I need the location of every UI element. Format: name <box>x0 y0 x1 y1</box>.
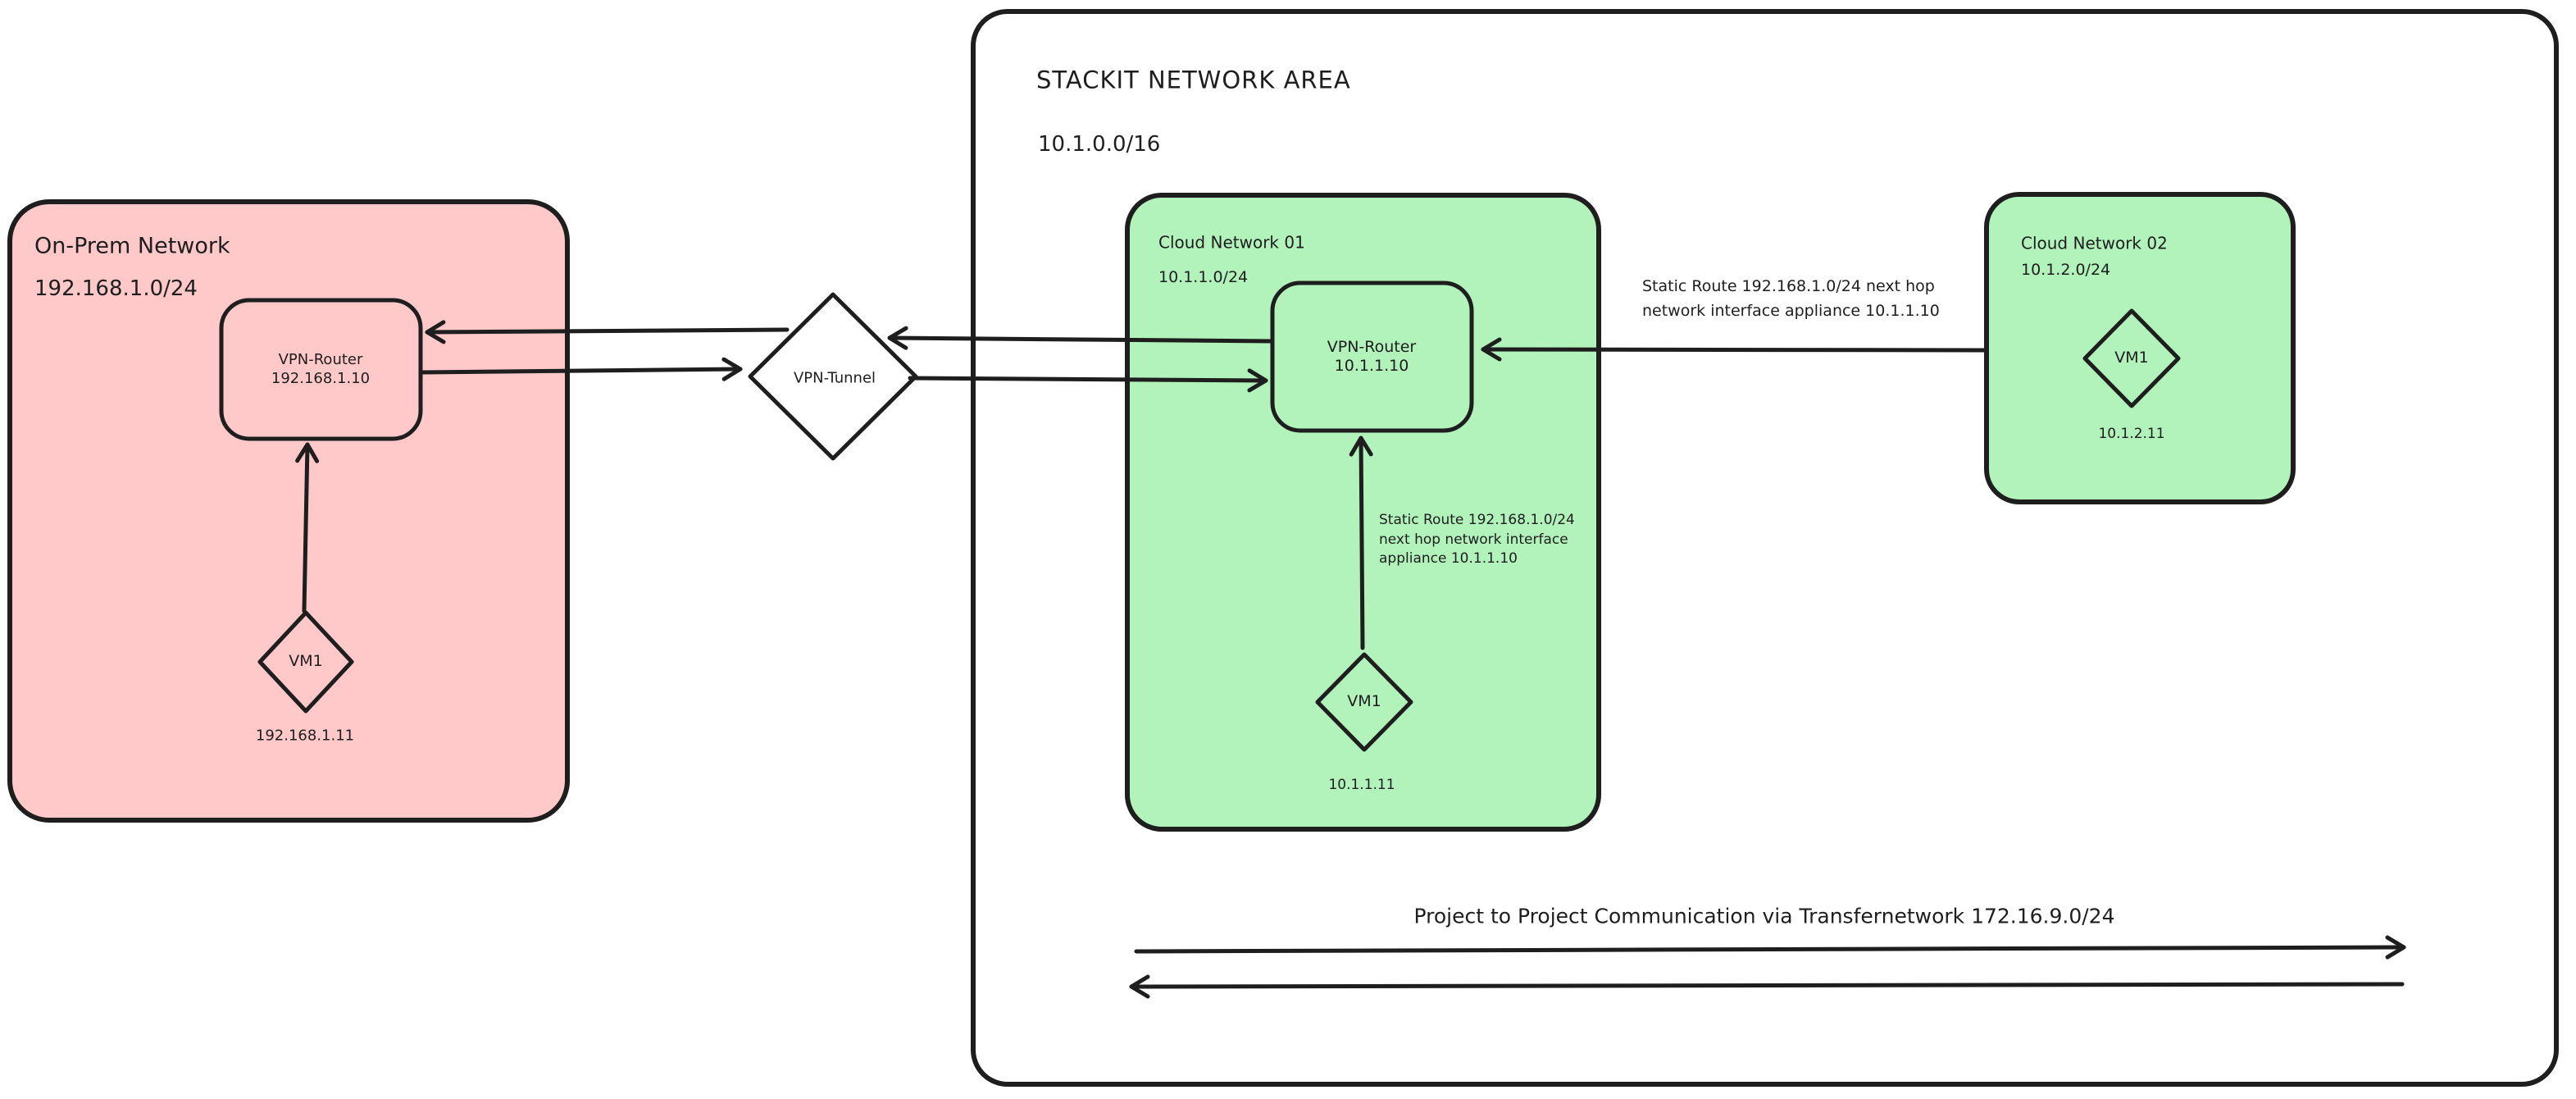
arrow-onprem-router-to-tunnel <box>421 357 743 381</box>
cloud2-vm1-diamond <box>2082 308 2181 408</box>
stackit-area-cidr: 10.1.0.0/16 <box>1038 132 1161 157</box>
arrow-cloud1-router-to-tunnel <box>887 326 1275 350</box>
cloud1-vpn-router-node <box>1270 280 1474 433</box>
arrow-transfer-right <box>1134 935 2406 960</box>
onprem-vm1-diamond <box>257 610 354 714</box>
cloud1-vpn-router-label: VPN-Router 10.1.1.10 <box>1327 338 1417 376</box>
cloud2-vm1-ip: 10.1.2.11 <box>2098 426 2165 443</box>
onprem-vpn-router-label: VPN-Router 192.168.1.10 <box>271 350 370 388</box>
cloud1-static-route-line2: next hop network interface <box>1379 531 1568 548</box>
onprem-network-cidr: 192.168.1.0/24 <box>34 276 198 302</box>
onprem-vpn-router-name: VPN-Router <box>278 351 363 368</box>
onprem-vm1-label: VM1 <box>289 652 323 671</box>
stackit-area-title: STACKIT NETWORK AREA <box>1036 66 1351 94</box>
cloud2-static-route-line1: Static Route 192.168.1.0/24 next hop <box>1642 277 1935 295</box>
cloud1-vm1-ip: 10.1.1.11 <box>1328 777 1395 794</box>
cloud1-vpn-router-name: VPN-Router <box>1327 338 1417 356</box>
onprem-network-box <box>7 199 570 823</box>
cloud1-vpn-router-ip: 10.1.1.10 <box>1334 357 1409 375</box>
cloud2-static-route-line2: network interface appliance 10.1.1.10 <box>1642 302 1940 320</box>
onprem-vm1-ip: 192.168.1.11 <box>255 727 355 745</box>
cloud-network-02-box <box>1984 192 2296 504</box>
arrow-transfer-left <box>1129 974 2405 999</box>
transfer-network-label: Project to Project Communication via Tra… <box>1413 904 2115 928</box>
arrow-onprem-vm-to-router <box>295 442 320 613</box>
cloud1-title: Cloud Network 01 <box>1158 232 1305 253</box>
cloud1-static-route-line3: appliance 10.1.1.10 <box>1379 550 1518 567</box>
cloud2-title: Cloud Network 02 <box>2021 233 2168 253</box>
arrow-cloud1-vm-to-router <box>1349 435 1373 650</box>
arrow-tunnel-to-cloud1-router <box>908 368 1268 393</box>
cloud1-static-route-annotation: Static Route 192.168.1.0/24 next hop net… <box>1379 511 1575 569</box>
cloud2-vm1-label: VM1 <box>2114 349 2149 367</box>
cloud1-static-route-line1: Static Route 192.168.1.0/24 <box>1379 512 1575 528</box>
cloud1-vm1-label: VM1 <box>1347 692 1381 711</box>
onprem-vpn-router-node <box>219 298 423 441</box>
cloud2-static-route-annotation: Static Route 192.168.1.0/24 next hop net… <box>1642 274 1940 323</box>
cloud1-cidr: 10.1.1.0/24 <box>1158 268 1249 287</box>
onprem-vpn-router-ip: 192.168.1.10 <box>271 370 371 387</box>
vpn-tunnel-label: VPN-Tunnel <box>793 369 876 387</box>
cloud2-cidr: 10.1.2.0/24 <box>2021 261 2111 280</box>
onprem-network-title: On-Prem Network <box>34 233 230 259</box>
arrow-tunnel-to-onprem-router <box>425 320 790 344</box>
arrow-cloud2-to-cloud1-router <box>1481 337 1987 362</box>
cloud1-vm1-diamond <box>1315 652 1413 752</box>
